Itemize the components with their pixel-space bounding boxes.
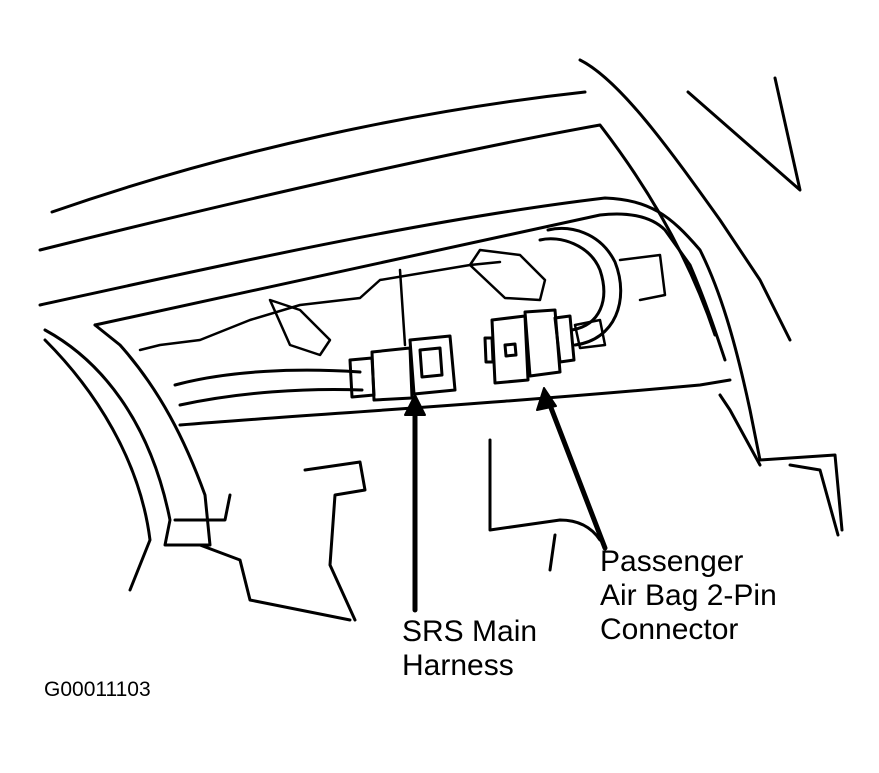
passenger-leader-line xyxy=(545,397,608,551)
left-pillar-inner xyxy=(43,338,152,592)
lower-dash-line xyxy=(548,533,557,572)
passenger-wire xyxy=(538,237,606,332)
lower-dash-box xyxy=(488,438,602,542)
windshield-edge xyxy=(578,58,792,342)
passenger-label-line2: Air Bag 2-Pin xyxy=(600,579,777,612)
passenger-label-line3: Connector xyxy=(600,613,739,646)
dash-top-surface xyxy=(38,196,844,532)
srs-label-line1: SRS Main xyxy=(402,615,538,648)
passenger-arrowhead xyxy=(536,387,557,411)
dash-recess-outline xyxy=(93,212,727,362)
cavity-divider xyxy=(398,268,407,347)
passenger-label-line1: Passenger xyxy=(600,545,744,578)
figure-id: G00011103 xyxy=(44,678,151,701)
lower-dash-left xyxy=(198,543,352,622)
left-pillar xyxy=(43,323,212,547)
upper-right-line xyxy=(686,76,802,192)
cavity-back xyxy=(138,260,502,352)
cavity-bracket xyxy=(268,298,332,357)
srs-arrowhead xyxy=(404,394,426,416)
cavity-bracket-2 xyxy=(468,248,547,302)
lower-dash-right-2 xyxy=(788,463,840,537)
srs-label-line2: Harness xyxy=(402,649,514,682)
cavity-bracket-3 xyxy=(618,253,667,302)
lower-dash-cover xyxy=(303,460,367,622)
passenger-wire-sleeve xyxy=(573,318,607,350)
srs-harness-wire xyxy=(173,368,362,387)
upper-panel-line-2 xyxy=(38,123,717,337)
srs-harness-wire-2 xyxy=(178,388,364,407)
left-pillar-edge xyxy=(173,493,232,522)
passenger-connector xyxy=(483,308,576,385)
upper-panel-line xyxy=(50,90,587,214)
srs-connector xyxy=(348,334,457,402)
lower-dash-right xyxy=(718,393,762,467)
